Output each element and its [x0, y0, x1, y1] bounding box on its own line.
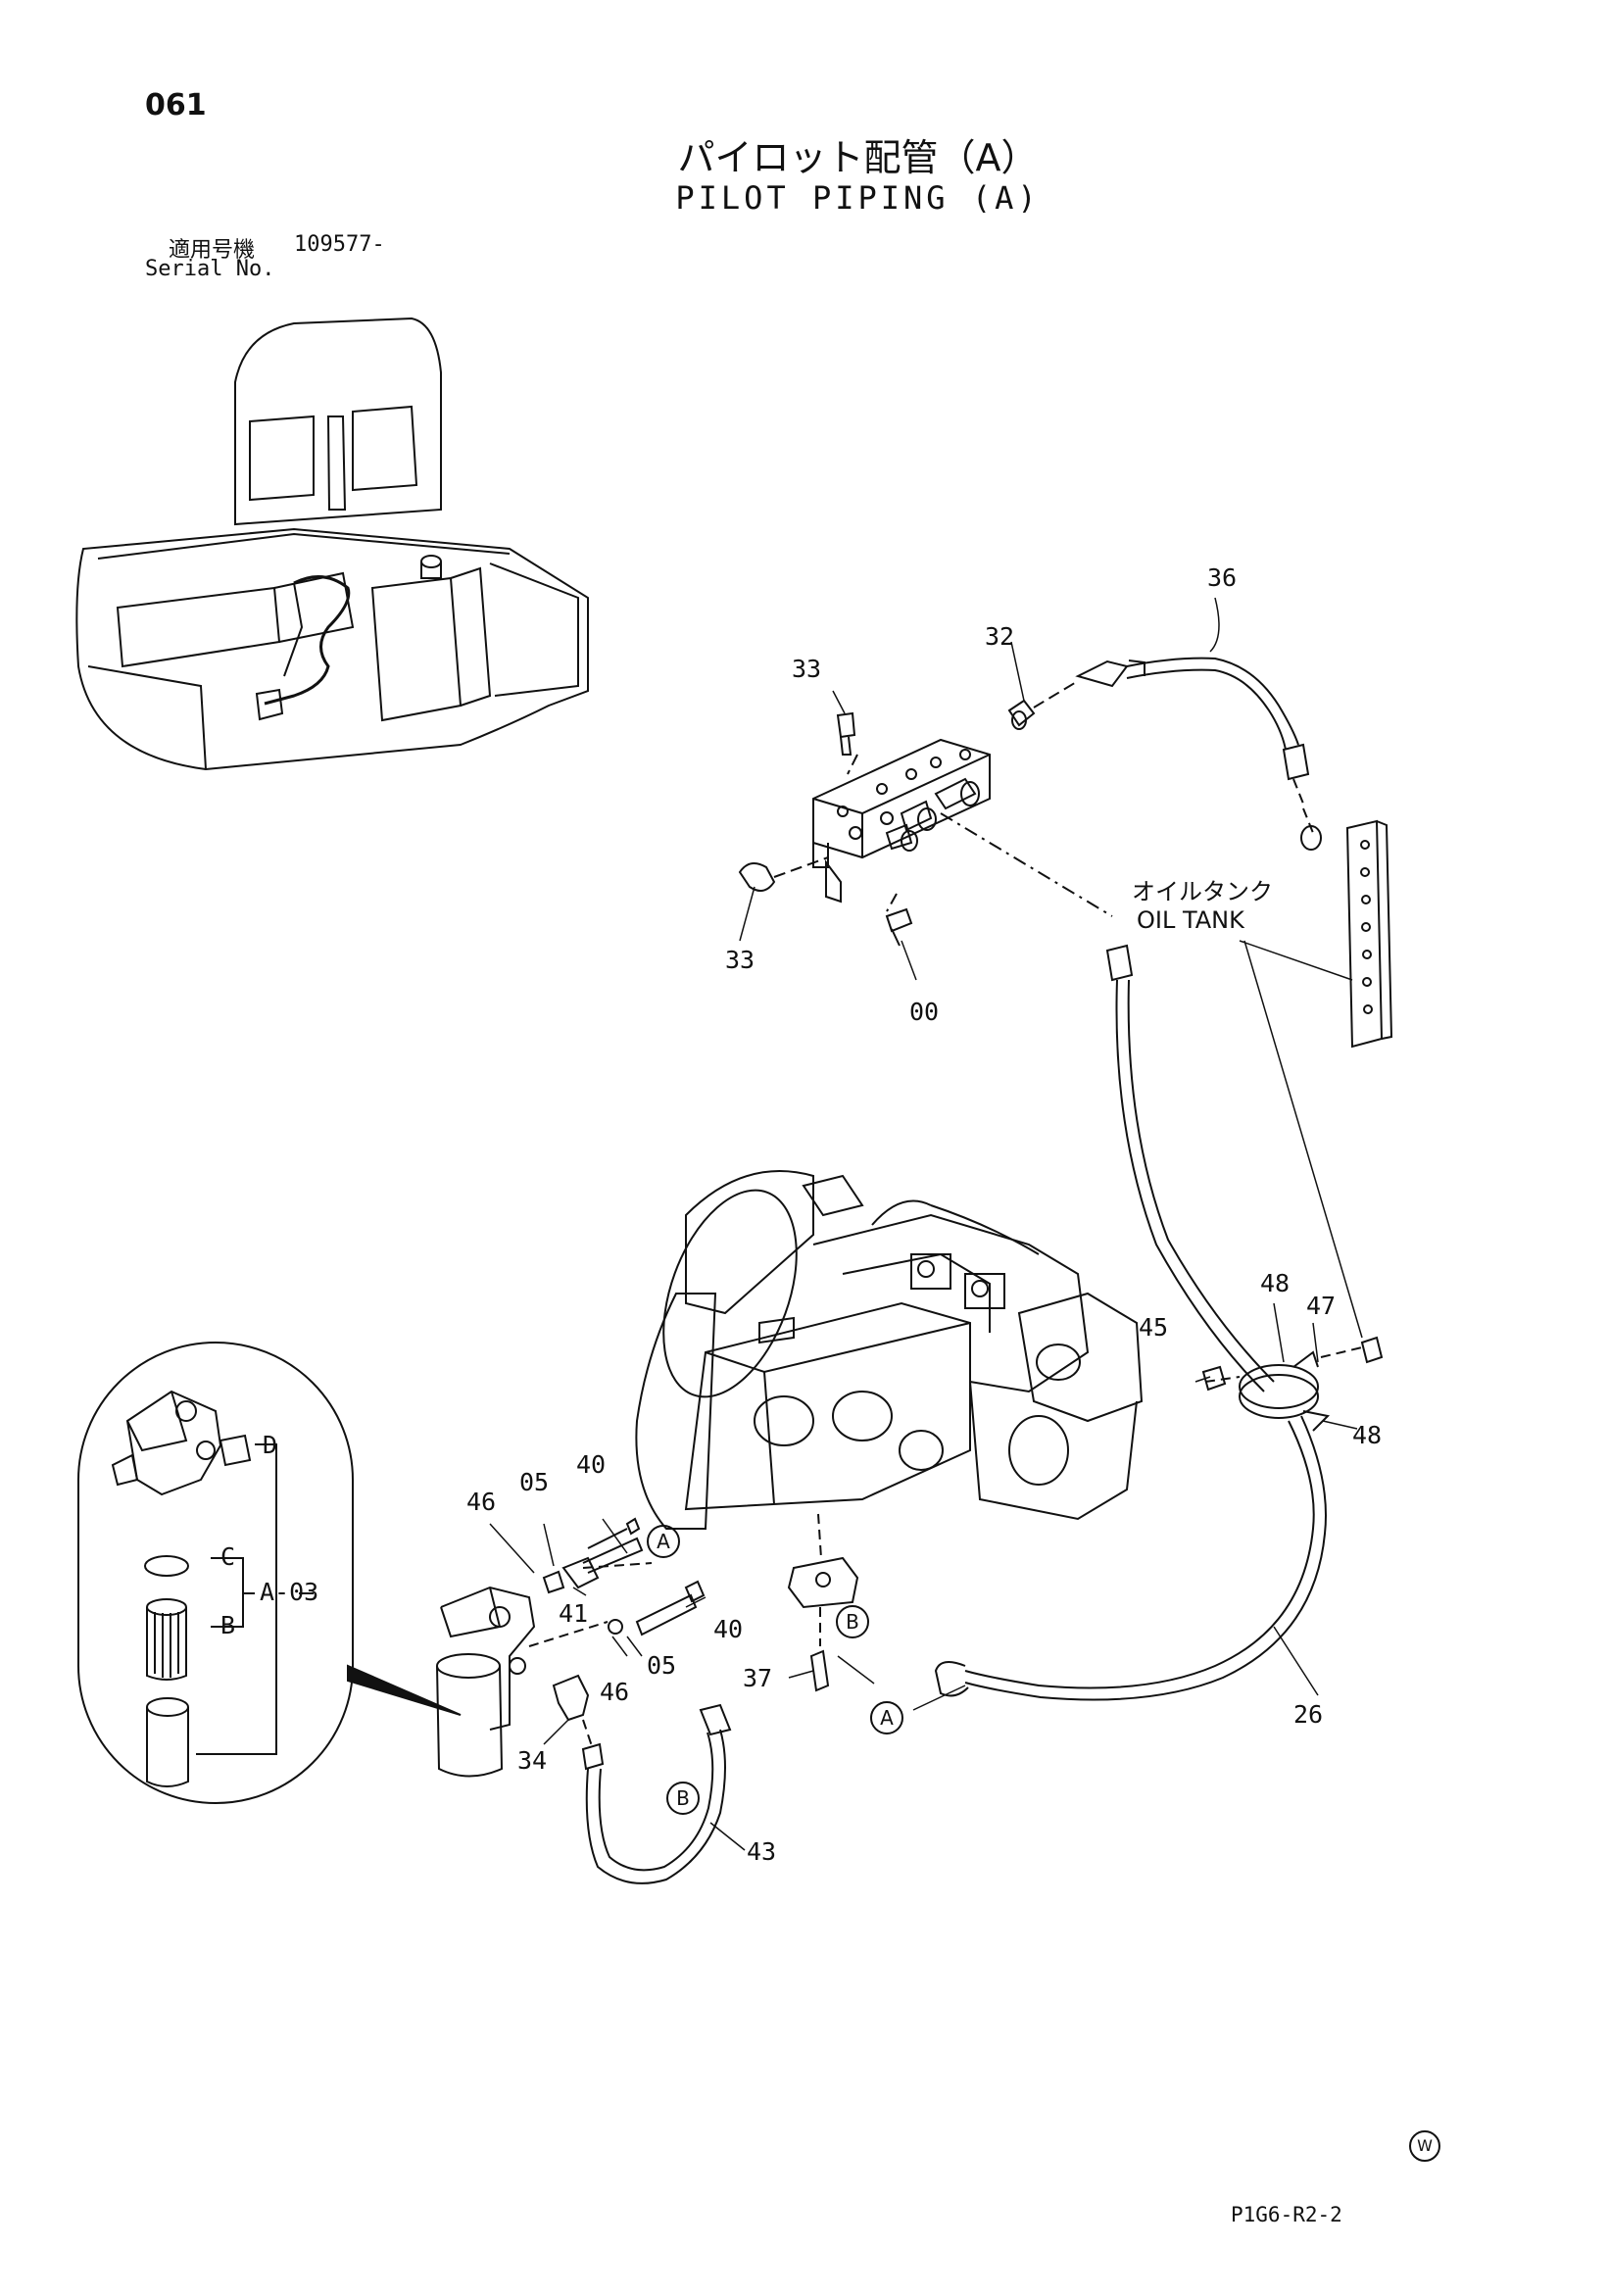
oil-tank-label-english: OIL TANK — [1137, 906, 1244, 934]
inset-label-d: D — [263, 1431, 278, 1459]
part-label-33-upper: 33 — [792, 655, 822, 683]
hose-clamp — [1201, 1336, 1384, 1432]
callout-a-upper: A — [647, 1525, 680, 1558]
part-label-46-lower: 46 — [600, 1678, 630, 1706]
hose-26 — [934, 944, 1327, 1701]
part-label-26: 26 — [1293, 1700, 1324, 1729]
part-label-43: 43 — [747, 1837, 777, 1866]
inset-label-c: C — [220, 1542, 236, 1571]
hose-43 — [585, 1703, 732, 1884]
part-label-40-upper: 40 — [576, 1450, 607, 1479]
part-label-00: 00 — [909, 998, 940, 1026]
part-label-05-upper: 05 — [519, 1468, 550, 1496]
title-english: PILOT PIPING (A) — [675, 179, 1041, 217]
filter-detail-inset — [77, 1342, 462, 1804]
part-label-05-lower: 05 — [647, 1651, 677, 1680]
part-label-32: 32 — [985, 622, 1015, 651]
part-label-48-lower: 48 — [1352, 1421, 1383, 1449]
hose-36 — [1075, 657, 1322, 851]
watermark-symbol: W — [1409, 2130, 1440, 2162]
serial-number-value: 109577- — [294, 232, 385, 257]
part-label-37: 37 — [743, 1664, 773, 1692]
callout-b-left: B — [666, 1782, 700, 1815]
serial-label-english: Serial No. — [145, 257, 275, 281]
pilot-valve-block — [738, 680, 1113, 947]
part-label-33-lower: 33 — [725, 946, 755, 974]
title-japanese: パイロット配管（A） — [677, 136, 1039, 179]
oil-tank-label-japanese: オイルタンク — [1132, 878, 1273, 905]
serial-label-japanese: 適用号機 — [169, 238, 256, 263]
hydraulic-pump-assembly — [635, 1170, 1144, 1692]
drawing-code: P1G6-R2-2 — [1231, 2203, 1342, 2226]
excavator-location-sketch — [75, 317, 589, 771]
part-label-34: 34 — [517, 1746, 548, 1775]
part-label-40-lower: 40 — [713, 1615, 744, 1643]
inset-label-a-03: A-03 — [260, 1578, 319, 1606]
inset-label-b: B — [220, 1611, 236, 1639]
callout-a-lower: A — [870, 1701, 903, 1734]
part-label-41: 41 — [559, 1599, 589, 1628]
part-label-46-upper: 46 — [466, 1488, 497, 1516]
oil-tank-bracket — [1345, 819, 1393, 1049]
part-label-45: 45 — [1139, 1313, 1169, 1342]
part-label-36: 36 — [1207, 563, 1238, 592]
part-label-47: 47 — [1306, 1292, 1337, 1320]
callout-b-right: B — [836, 1605, 869, 1638]
page-number: 061 — [145, 88, 207, 122]
pilot-filter-assembly — [436, 1517, 706, 1778]
part-label-48-upper: 48 — [1260, 1269, 1291, 1297]
leader-lines — [489, 597, 1363, 1851]
